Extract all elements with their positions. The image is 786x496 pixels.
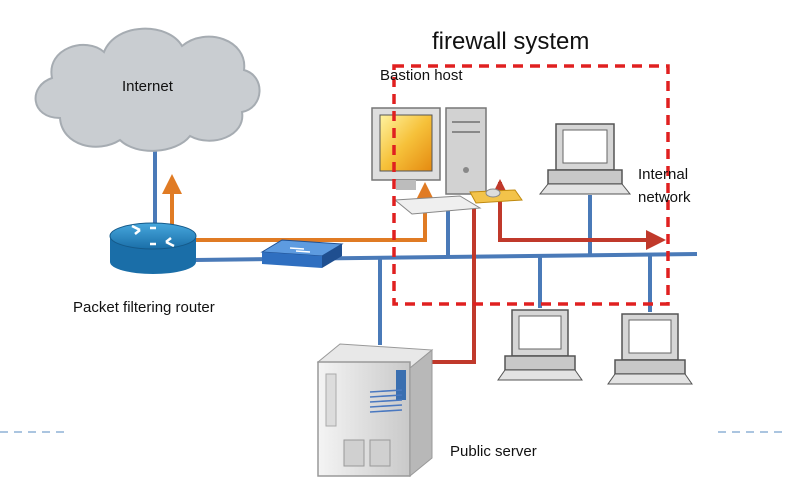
switch-icon xyxy=(260,239,344,268)
public-server-label: Public server xyxy=(450,443,537,460)
internal-network-label-line1: Internal xyxy=(638,166,689,183)
inbound-arrow-to-server xyxy=(402,205,476,372)
internet-cloud xyxy=(34,27,261,152)
internet-label: Internet xyxy=(122,78,173,95)
desktop-computer-icon xyxy=(371,107,523,215)
workstation-icon xyxy=(538,123,632,195)
firewall-system-title: firewall system xyxy=(432,28,590,55)
server-tower-icon xyxy=(316,343,434,478)
workstation-icon-2 xyxy=(497,309,583,381)
outbound-arrow-to-bastion xyxy=(172,182,435,242)
router-icon xyxy=(109,222,197,274)
router-label: Packet filtering router xyxy=(73,299,215,316)
workstation-icon-3 xyxy=(607,313,693,385)
firewall-system-boundary xyxy=(392,64,670,306)
bastion-host-label: Bastion host xyxy=(380,67,463,84)
internal-network-label-line2: network xyxy=(638,189,691,206)
